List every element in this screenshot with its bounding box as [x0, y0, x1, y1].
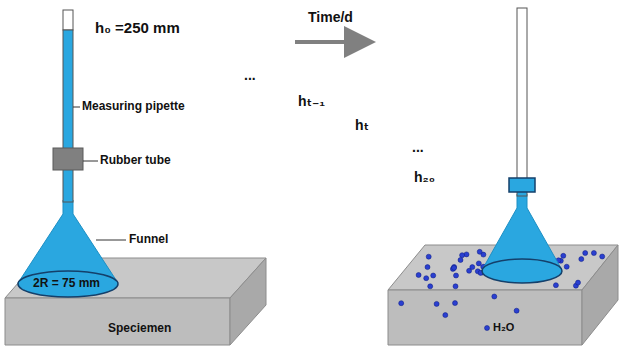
height-label: h₂₀	[414, 170, 435, 185]
water-dot	[458, 258, 463, 263]
water-dot	[425, 265, 430, 270]
water-dot	[464, 252, 469, 257]
measuring-pipette	[509, 8, 535, 196]
height-label: hₜ	[355, 118, 369, 133]
water-dot	[453, 284, 458, 289]
water-dot	[431, 273, 436, 278]
funnel	[482, 194, 562, 283]
water-dot	[600, 254, 605, 259]
water-dot	[514, 308, 519, 313]
water-dot	[428, 284, 433, 289]
water-dot	[477, 249, 482, 254]
part-name: Funnel	[129, 233, 168, 246]
part-name: Measuring pipette	[82, 100, 185, 113]
time-arrow	[295, 40, 368, 44]
leader-line	[96, 240, 126, 241]
water-dot	[485, 326, 490, 331]
ellipsis: ...	[412, 140, 424, 155]
water-dot	[492, 294, 497, 299]
part-name: Speciemen	[108, 322, 171, 335]
water-dot	[443, 313, 448, 318]
measuring-pipette	[53, 10, 83, 202]
leader-line	[73, 107, 80, 108]
dimension-label: 2R = 75 mm	[33, 277, 100, 290]
water-dot	[470, 265, 475, 270]
ellipsis: ...	[244, 68, 256, 83]
water-label: H₂O	[493, 321, 514, 333]
water-dot	[476, 261, 481, 266]
time-label: Time/d	[308, 10, 353, 25]
water-dot	[424, 276, 429, 281]
dimension-label: h₀ =250 mm	[95, 20, 180, 37]
height-label: hₜ₋₁	[298, 94, 325, 109]
water-dot	[452, 265, 457, 270]
water-dot	[452, 264, 457, 269]
rubber-tube	[53, 148, 83, 170]
water-dot	[564, 264, 569, 269]
water-dot	[460, 253, 465, 258]
water-dot	[426, 254, 431, 259]
specimen-slab	[388, 245, 618, 345]
water-dot	[399, 301, 404, 306]
water-dot	[454, 273, 459, 278]
water-dot	[576, 280, 581, 285]
water-dot	[579, 257, 584, 262]
water-dot	[434, 301, 439, 306]
rubber-tube	[509, 178, 535, 192]
water-dot	[453, 301, 458, 306]
water-dot	[553, 283, 558, 288]
water-dot	[416, 273, 421, 278]
water-dot	[583, 251, 588, 256]
funnel	[18, 200, 118, 297]
water-dot	[561, 253, 566, 258]
leader-line	[83, 161, 98, 162]
part-name: Rubber tube	[100, 154, 171, 167]
water-dot	[591, 251, 596, 256]
